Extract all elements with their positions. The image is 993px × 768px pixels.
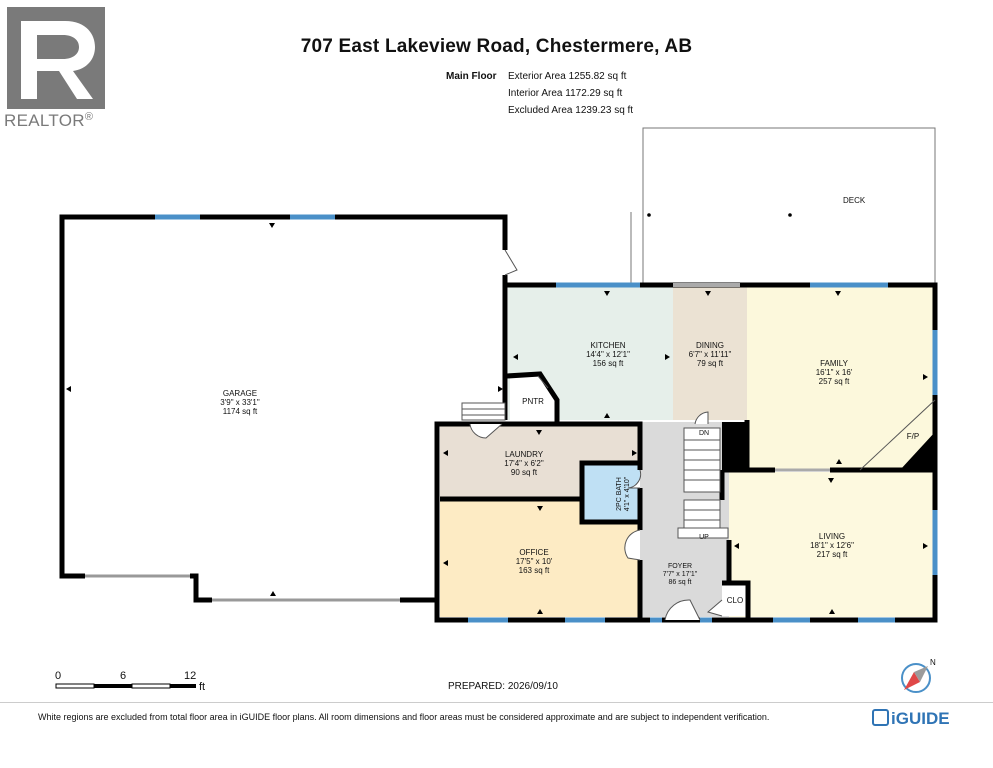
office-fill xyxy=(440,500,640,617)
windows xyxy=(155,214,938,623)
family-fill xyxy=(747,285,935,470)
office-dims: 17'5" x 10' xyxy=(515,557,553,566)
disclaimer-text: White regions are excluded from total fl… xyxy=(38,712,770,722)
closet-label: CLO xyxy=(726,596,744,605)
dining-label: DINING 6'7" x 11'11" 79 sq ft xyxy=(680,341,740,368)
bath-name: 2PC BATH xyxy=(616,477,623,511)
footer-divider xyxy=(0,702,993,703)
deck-post xyxy=(788,213,792,217)
dining-area: 79 sq ft xyxy=(696,359,724,368)
scale-bar xyxy=(55,683,196,689)
bath-fill xyxy=(583,465,641,521)
excluded-area: Excluded Area 1239.23 sq ft xyxy=(508,105,634,116)
foyer-name: FOYER xyxy=(667,563,693,570)
garage-name: GARAGE xyxy=(222,389,258,398)
foyer-area: 86 sq ft xyxy=(668,579,692,586)
deck-outline xyxy=(642,127,936,285)
bath-door-swing xyxy=(627,469,642,489)
scale-unit: ft xyxy=(199,681,206,693)
laundry-label: LAUNDRY 17'4" x 6'2" 90 sq ft xyxy=(494,450,554,477)
foyer-dims: 7'7" x 17'1" xyxy=(662,571,698,578)
garage-dims: 3'9" x 33'1" xyxy=(220,398,260,407)
scale-label-6: 6 xyxy=(120,670,127,682)
deck-post xyxy=(647,213,651,217)
realtor-wordmark: REALTOR® xyxy=(4,111,93,131)
iguide-mark-icon xyxy=(872,709,889,726)
family-name: FAMILY xyxy=(820,359,848,368)
exterior-area: Exterior Area 1255.82 sq ft xyxy=(508,71,627,82)
kitchen-dims: 14'4" x 12'1" xyxy=(586,350,630,359)
laundry-name: LAUNDRY xyxy=(504,450,544,459)
realtor-text: REALTOR xyxy=(4,111,85,130)
laundry-door-swing xyxy=(469,423,503,439)
garage-area: 1174 sq ft xyxy=(222,407,258,416)
garage-walls xyxy=(59,214,508,603)
stairs-down-label: DN xyxy=(698,430,710,437)
office-area: 163 sq ft xyxy=(518,566,550,575)
foyer-label: FOYER 7'7" x 17'1" 86 sq ft xyxy=(652,563,708,587)
prepared-date: PREPARED: 2026/09/10 xyxy=(448,681,558,692)
iguide-logo: iGUIDE xyxy=(872,709,950,729)
realtor-logo-icon xyxy=(7,7,105,109)
family-dims: 16'1" x 16' xyxy=(815,368,853,377)
compass-north-label: N xyxy=(930,658,936,667)
kitchen-area: 156 sq ft xyxy=(592,359,624,368)
living-dims: 18'1" x 12'6" xyxy=(810,541,854,550)
closet-fill xyxy=(722,583,748,616)
scale-label-12: 12 xyxy=(184,670,197,682)
living-name: LIVING xyxy=(818,532,846,541)
living-area: 217 sq ft xyxy=(816,550,848,559)
page-title: 707 East Lakeview Road, Chestermere, AB xyxy=(300,36,693,57)
family-area: 257 sq ft xyxy=(818,377,850,386)
scale-label-0: 0 xyxy=(55,670,62,682)
pantry-door-swing xyxy=(537,375,549,389)
wall-markers xyxy=(66,223,928,614)
dining-fill xyxy=(673,285,747,420)
compass-icon xyxy=(901,663,931,693)
living-fill xyxy=(729,472,935,617)
pantry-label: PNTR xyxy=(522,397,544,406)
deck-label: DECK xyxy=(843,196,866,205)
fireplace xyxy=(900,432,935,470)
front-door-swing xyxy=(664,599,701,621)
iguide-text: iGUIDE xyxy=(891,709,950,728)
stairs-up-label: UP xyxy=(699,534,709,541)
stairs xyxy=(677,427,729,539)
laundry-area: 90 sq ft xyxy=(510,468,538,477)
garage-label: GARAGE 3'9" x 33'1" 1174 sq ft xyxy=(210,389,270,416)
bath-dims: 4'1" x 4'10" xyxy=(624,476,631,512)
dining-name: DINING xyxy=(696,341,724,350)
fireplace-label: F/P xyxy=(906,432,920,441)
kitchen-name: KITCHEN xyxy=(590,341,626,350)
family-label: FAMILY 16'1" x 16' 257 sq ft xyxy=(804,359,864,386)
closet-door-swing xyxy=(706,599,723,617)
pantry-fill xyxy=(510,375,556,422)
kitchen-label: KITCHEN 14'4" x 12'1" 156 sq ft xyxy=(578,341,638,368)
garage-door-swing xyxy=(504,249,518,276)
floor-label: Main Floor xyxy=(446,71,497,82)
garage-steps xyxy=(461,402,506,421)
fireplace-line xyxy=(859,399,936,471)
office-door-swing xyxy=(624,529,641,561)
laundry-dims: 17'4" x 6'2" xyxy=(504,459,544,468)
dining-dims: 6'7" x 11'11" xyxy=(688,350,732,359)
bath-label: 2PC BATH 4'1" x 4'10" xyxy=(616,464,632,524)
registered-mark: ® xyxy=(84,111,94,123)
stair-door-swing xyxy=(694,411,709,425)
office-name: OFFICE xyxy=(519,548,549,557)
dividing-wall xyxy=(722,422,747,470)
interior-area: Interior Area 1172.29 sq ft xyxy=(508,88,623,99)
office-label: OFFICE 17'5" x 10' 163 sq ft xyxy=(504,548,564,575)
living-label: LIVING 18'1" x 12'6" 217 sq ft xyxy=(802,532,862,559)
